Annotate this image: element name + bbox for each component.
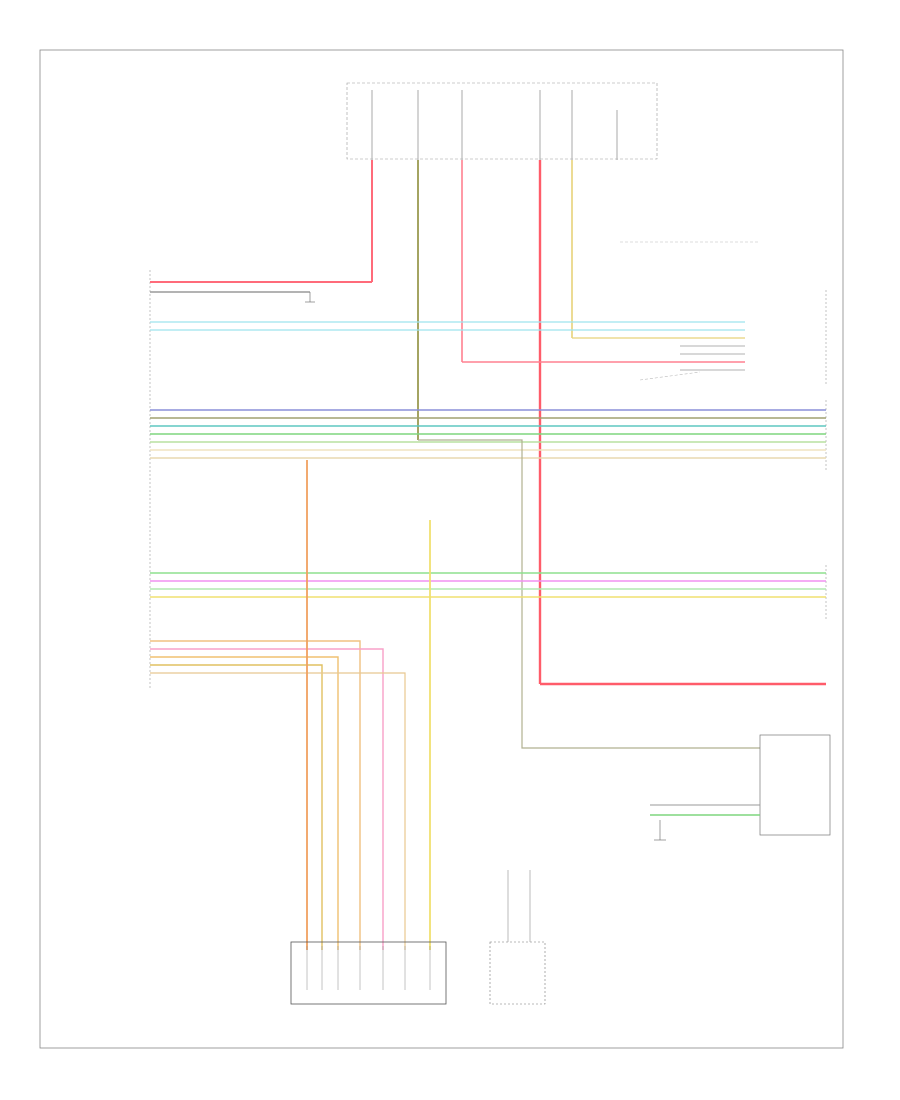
sensor-module xyxy=(290,941,447,1005)
wire-orange-c xyxy=(150,656,339,950)
fuse-block xyxy=(346,82,658,160)
right-device xyxy=(650,734,831,836)
sensor-module-pins xyxy=(306,946,431,990)
wire-dashed-lower xyxy=(639,371,701,381)
wire-gold-d xyxy=(150,664,323,950)
diagram-border xyxy=(39,49,844,1049)
wire-orange-a xyxy=(150,640,361,950)
ground-right xyxy=(654,820,666,841)
wire-pink-b xyxy=(150,648,384,950)
wire-tan-e xyxy=(150,672,406,950)
clutch-switch xyxy=(489,870,546,1005)
wire-olive-to-right-device xyxy=(418,439,760,749)
ground-left xyxy=(305,292,315,303)
